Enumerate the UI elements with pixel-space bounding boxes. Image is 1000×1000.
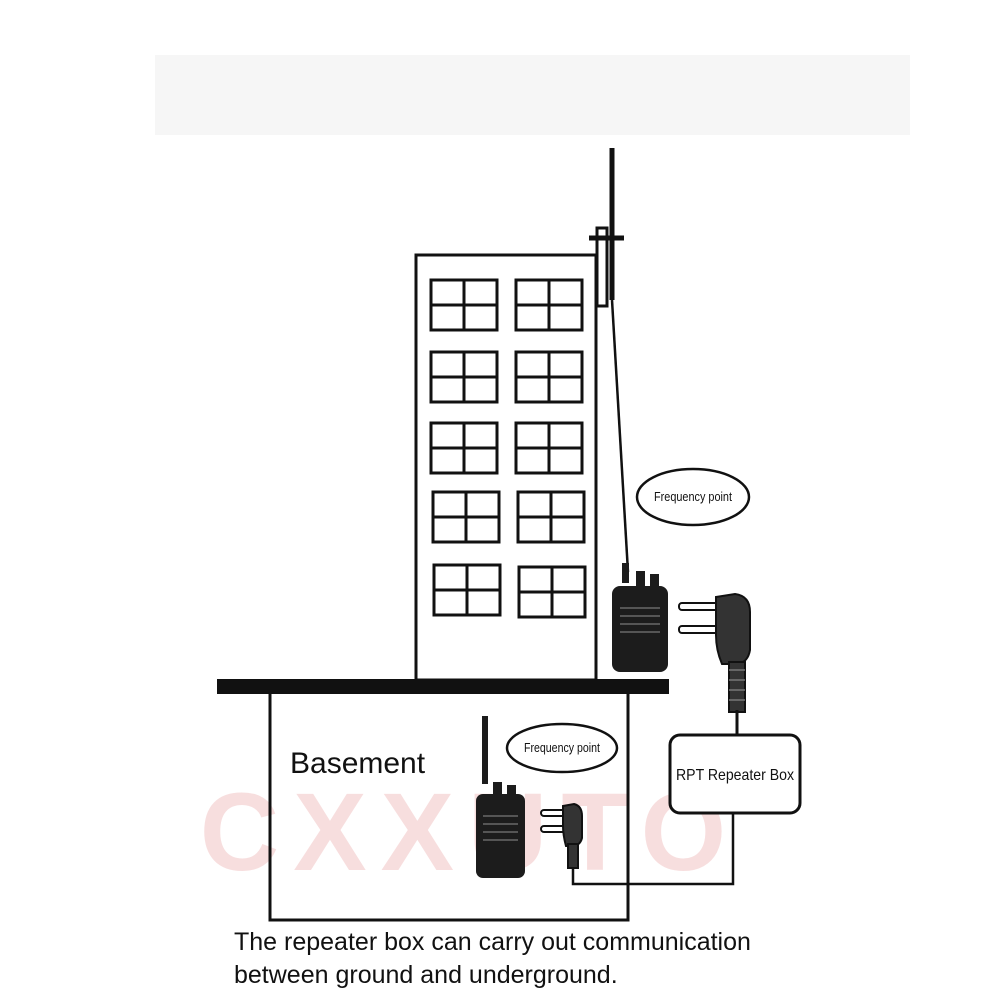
basement-label: Basement <box>290 747 426 780</box>
ground-slab <box>217 679 669 694</box>
building <box>414 253 598 682</box>
watermark: CXXUTO <box>200 771 740 894</box>
walkie-talkie-icon-upper <box>612 563 668 672</box>
caption-line-2: between ground and underground. <box>234 961 618 989</box>
connector-plug-icon-upper <box>678 592 751 736</box>
basement-box <box>268 690 630 922</box>
repeater-box <box>668 733 802 815</box>
frequency-point-label-lower: Frequency point <box>524 740 600 755</box>
repeater-box-label: RPT Repeater Box <box>676 767 794 784</box>
frequency-point-bubble-lower: Frequency point <box>505 722 619 774</box>
caption-line-1: The repeater box can carry out communica… <box>234 928 751 956</box>
frequency-point-label-upper: Frequency point <box>654 489 732 504</box>
walkie-talkie-icon-lower <box>476 716 525 878</box>
frequency-point-bubble-upper: Frequency point <box>635 467 751 527</box>
antenna-cable <box>610 299 630 573</box>
building-windows <box>429 278 587 619</box>
basement-cable <box>571 813 735 886</box>
top-band <box>155 55 910 135</box>
caption: The repeater box can carry out communica… <box>234 926 934 992</box>
connector-plug-icon-lower <box>540 802 583 869</box>
antenna-icon <box>589 148 624 308</box>
